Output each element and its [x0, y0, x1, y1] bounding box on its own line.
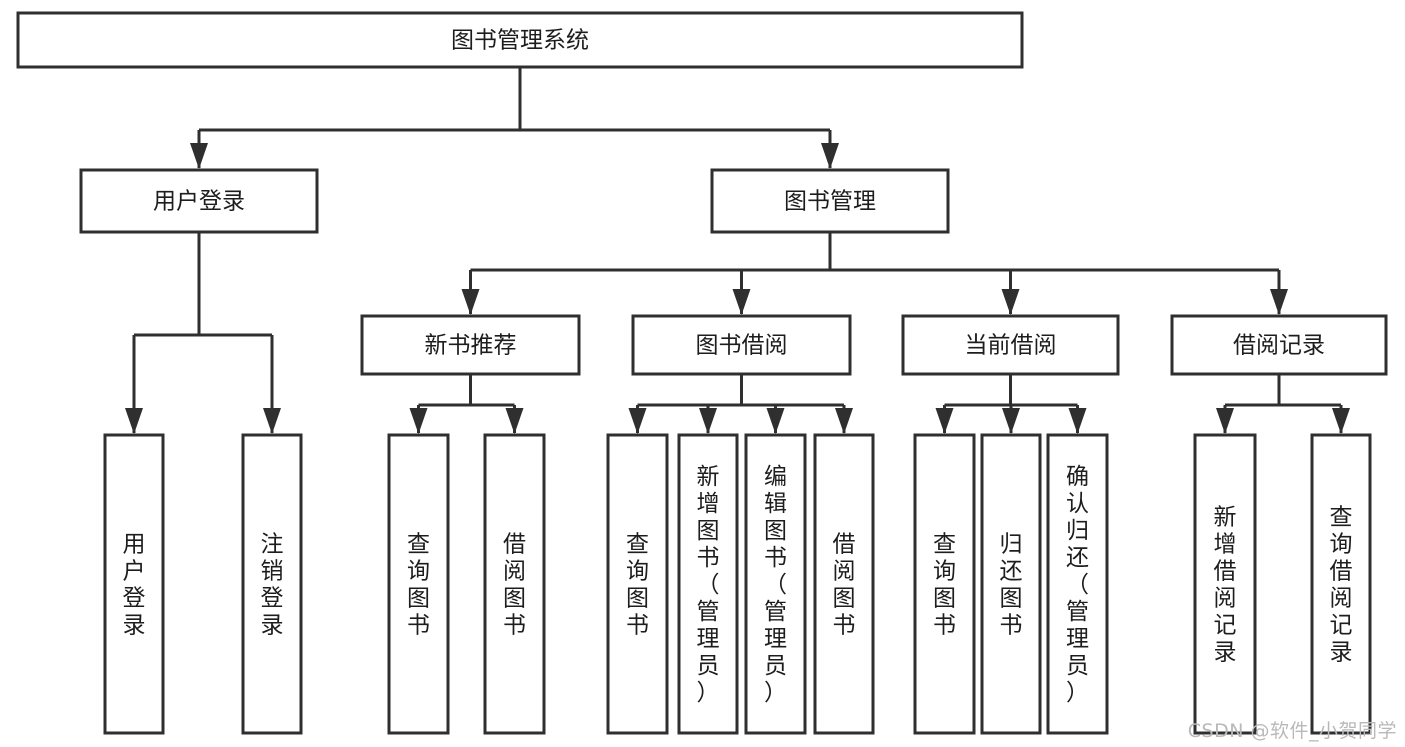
arrow-head-icon	[628, 408, 647, 434]
node-box[interactable]	[241, 433, 303, 735]
node-level3-1[interactable]: 图书借阅	[631, 314, 852, 376]
arrow-head-icon	[1068, 408, 1087, 434]
node-leaf-4[interactable]: 查询图书	[606, 433, 669, 735]
node-leaf-3[interactable]: 借阅图书	[483, 433, 546, 735]
arrow-head-icon	[409, 408, 428, 434]
node-box[interactable]	[913, 433, 976, 735]
arrow-head-icon	[766, 408, 785, 434]
node-leaf-10[interactable]: 确认归还（管理员）	[1046, 433, 1109, 735]
arrow-head-icon	[461, 289, 480, 315]
node-root-system[interactable]: 图书管理系统	[16, 11, 1024, 69]
node-label: 确认归还（管理员）	[1066, 464, 1089, 706]
node-leaf-0[interactable]: 用户登录	[103, 433, 165, 735]
node-label: 查询图书	[626, 532, 649, 639]
arrow-head-icon	[835, 408, 853, 434]
node-leaf-6[interactable]: 编辑图书（管理员）	[744, 433, 807, 735]
node-level3-0[interactable]: 新书推荐	[360, 314, 581, 376]
node-label: 查询图书	[407, 532, 430, 639]
node-label: 借阅图书	[503, 532, 526, 639]
node-box[interactable]	[483, 433, 546, 735]
node-box[interactable]	[631, 314, 852, 376]
node-level2-1[interactable]: 图书管理	[710, 168, 950, 234]
node-label: 图书借阅	[696, 333, 788, 359]
node-label: 查询借阅记录	[1330, 505, 1353, 666]
node-box[interactable]	[813, 433, 875, 735]
arrow-head-icon	[1270, 289, 1288, 315]
node-box[interactable]	[16, 11, 1024, 69]
arrow-head-icon	[1002, 408, 1020, 434]
connector-lines	[125, 67, 1350, 434]
node-box[interactable]	[1046, 433, 1109, 735]
node-leaf-8[interactable]: 查询图书	[913, 433, 976, 735]
arrow-head-icon	[263, 408, 281, 434]
node-leaf-9[interactable]: 归还图书	[980, 433, 1042, 735]
node-label: 图书管理系统	[451, 28, 589, 54]
node-label: 查询图书	[933, 532, 956, 639]
arrow-head-icon	[699, 408, 717, 434]
node-leaf-7[interactable]: 借阅图书	[813, 433, 875, 735]
node-box[interactable]	[677, 433, 739, 735]
node-level3-3[interactable]: 借阅记录	[1170, 314, 1388, 376]
node-box[interactable]	[980, 433, 1042, 735]
node-label: 注销登录	[261, 532, 284, 639]
node-box[interactable]	[744, 433, 807, 735]
arrow-head-icon	[1332, 408, 1350, 434]
node-box[interactable]	[901, 314, 1120, 376]
node-leaf-2[interactable]: 查询图书	[387, 433, 450, 735]
node-leaf-12[interactable]: 查询借阅记录	[1310, 433, 1372, 735]
node-label: 新增借阅记录	[1214, 505, 1237, 666]
node-label: 新书推荐	[425, 333, 517, 359]
arrow-head-icon	[732, 289, 751, 315]
node-leaf-5[interactable]: 新增图书（管理员）	[677, 433, 739, 735]
node-label: 图书管理	[784, 189, 876, 215]
node-box[interactable]	[387, 433, 450, 735]
node-boxes: 图书管理系统用户登录图书管理新书推荐图书借阅当前借阅借阅记录用户登录注销登录查询…	[16, 11, 1388, 735]
node-box[interactable]	[79, 168, 319, 234]
node-box[interactable]	[606, 433, 669, 735]
arrow-head-icon	[1001, 289, 1020, 315]
node-label: 借阅记录	[1233, 333, 1325, 359]
node-label: 用户登录	[153, 189, 245, 215]
node-label: 新增图书（管理员）	[697, 464, 720, 706]
node-box[interactable]	[1170, 314, 1388, 376]
node-leaf-11[interactable]: 新增借阅记录	[1193, 433, 1257, 735]
arrow-head-icon	[1216, 408, 1234, 434]
node-box[interactable]	[1310, 433, 1372, 735]
node-label: 编辑图书（管理员）	[764, 464, 787, 706]
arrow-head-icon	[190, 143, 208, 169]
node-label: 用户登录	[123, 532, 146, 639]
node-box[interactable]	[360, 314, 581, 376]
node-leaf-1[interactable]: 注销登录	[241, 433, 303, 735]
arrow-head-icon	[935, 408, 954, 434]
arrow-head-icon	[505, 408, 524, 434]
node-box[interactable]	[103, 433, 165, 735]
node-label: 归还图书	[1000, 532, 1023, 639]
node-box[interactable]	[1193, 433, 1257, 735]
node-label: 当前借阅	[965, 333, 1057, 359]
node-label: 借阅图书	[833, 532, 856, 639]
arrow-head-icon	[125, 408, 143, 434]
node-level2-0[interactable]: 用户登录	[79, 168, 319, 234]
node-box[interactable]	[710, 168, 950, 234]
arrow-head-icon	[821, 143, 839, 169]
node-level3-2[interactable]: 当前借阅	[901, 314, 1120, 376]
